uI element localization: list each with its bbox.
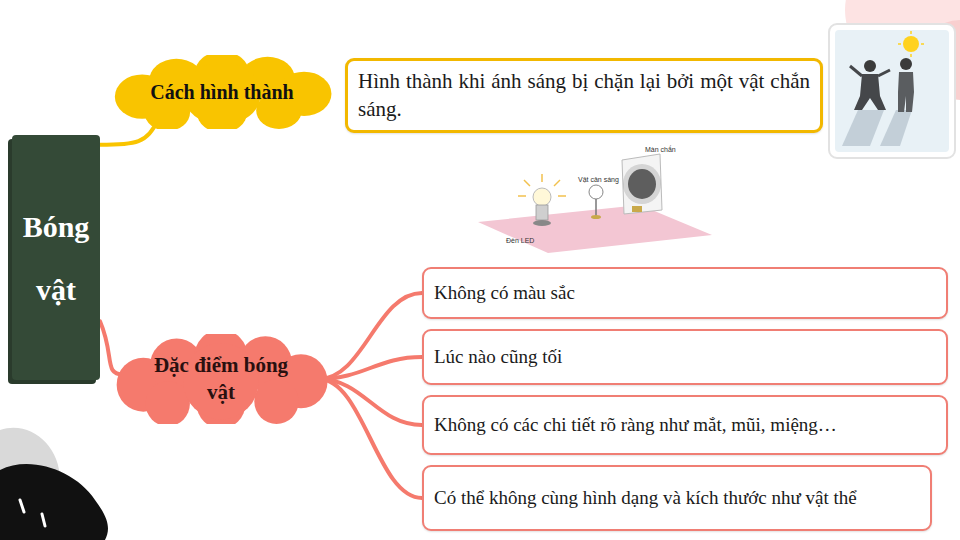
- illustration-label: Đèn LED: [506, 237, 534, 244]
- info-text: Có thể không cùng hình dạng và kích thướ…: [434, 485, 920, 511]
- info-text: Không có các chi tiết rõ ràng như mắt, m…: [434, 412, 936, 438]
- branch-title: Đặc điểm bóng vật: [144, 352, 298, 407]
- info-text: Không có màu sắc: [434, 280, 936, 306]
- shadow-photo: [829, 24, 955, 158]
- illustration-label: Màn chắn: [645, 146, 676, 153]
- branch-connector: [319, 357, 422, 379]
- black-blob: [0, 464, 108, 540]
- blob-marks: [20, 500, 45, 526]
- illustration-label: Vật cản sáng: [578, 176, 619, 183]
- cloud-shape: [110, 334, 332, 424]
- experiment-illustration: [478, 154, 712, 253]
- info-box: Lúc nào cũng tối: [422, 329, 948, 385]
- info-box: Không có các chi tiết rõ ràng như mắt, m…: [422, 395, 948, 455]
- info-box: Có thể không cùng hình dạng và kích thướ…: [422, 465, 932, 531]
- info-box: Hình thành khi ánh sáng bị chặn lại bởi …: [345, 58, 823, 133]
- topic-banner: Bóng vật: [12, 135, 100, 380]
- branch-connector: [100, 321, 123, 374]
- branch-connector: [319, 293, 422, 379]
- branch-cloud: Cách hình thành: [108, 55, 336, 129]
- topic-title: Bóng vật: [16, 195, 96, 321]
- branch-connector: [319, 379, 422, 498]
- info-text: Lúc nào cũng tối: [434, 344, 936, 370]
- info-text: Hình thành khi ánh sáng bị chặn lại bởi …: [358, 67, 810, 124]
- branch-title: Cách hình thành: [150, 79, 293, 105]
- info-box: Không có màu sắc: [422, 267, 948, 319]
- branch-cloud: Đặc điểm bóng vật: [110, 334, 332, 424]
